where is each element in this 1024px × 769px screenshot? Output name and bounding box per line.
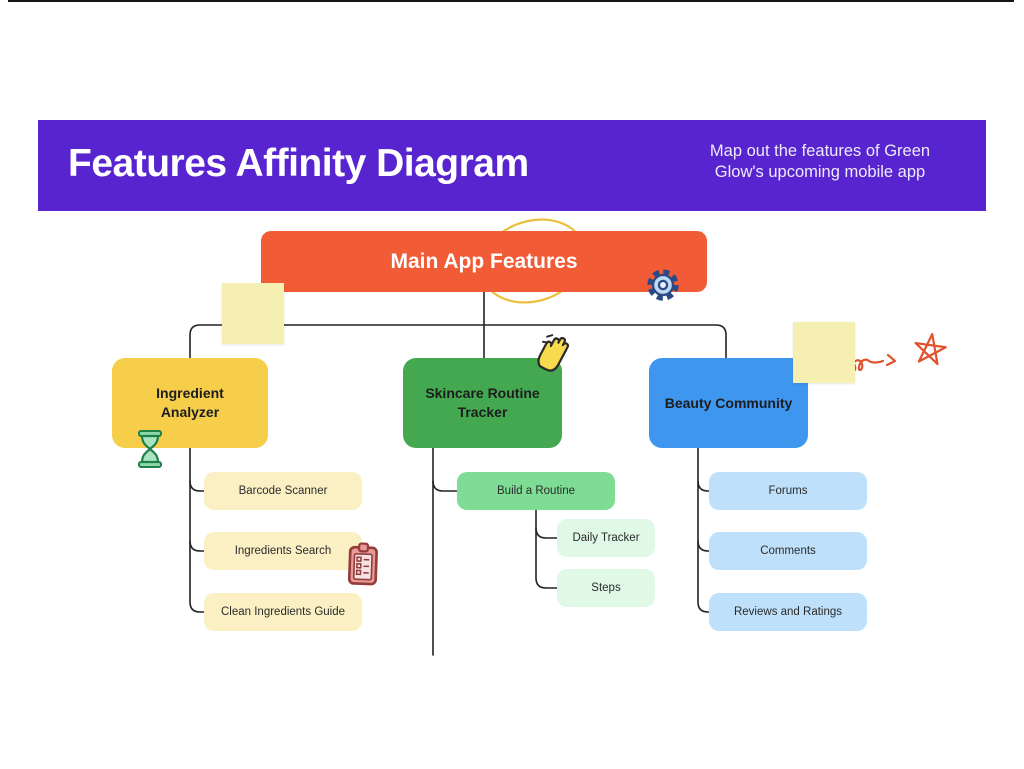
squiggle-arrowhead (885, 353, 897, 367)
node-forums-label: Forums (768, 485, 808, 497)
star-scribble (914, 333, 947, 366)
sticky-note-right[interactable] (793, 322, 855, 383)
node-comments[interactable]: Comments (709, 532, 867, 570)
connector-left-elbow1 (189, 480, 205, 492)
connector-build-trunk (535, 509, 558, 589)
connector-left-elbow2 (189, 540, 205, 552)
node-ingredient-analyzer-label: Ingredient Analyzer (156, 385, 224, 420)
node-steps-label: Steps (591, 582, 621, 594)
node-ingredient-analyzer[interactable]: Ingredient Analyzer (112, 358, 268, 448)
node-daily-tracker-label: Daily Tracker (572, 532, 640, 544)
node-steps[interactable]: Steps (557, 569, 655, 607)
node-beauty-community-label: Beauty Community (664, 394, 793, 411)
waving-hand-icon (527, 326, 589, 388)
hourglass-icon (133, 429, 167, 469)
node-reviews-and-ratings[interactable]: Reviews and Ratings (709, 593, 867, 631)
node-build-a-routine[interactable]: Build a Routine (457, 472, 615, 510)
top-border (8, 0, 1014, 2)
connector-right-elbow1 (697, 480, 710, 492)
node-main-app-features[interactable]: Main App Features (261, 231, 707, 292)
connector-build-elbow1 (535, 527, 558, 539)
node-reviews-and-ratings-label: Reviews and Ratings (733, 606, 843, 618)
node-daily-tracker[interactable]: Daily Tracker (557, 519, 655, 557)
node-main-app-features-label: Main App Features (390, 249, 578, 273)
connector-mid-elbow1 (432, 480, 458, 492)
clipboard-icon (345, 541, 381, 586)
node-clean-ingredients-guide[interactable]: Clean Ingredients Guide (204, 593, 362, 631)
node-barcode-scanner[interactable]: Barcode Scanner (204, 472, 362, 510)
node-comments-label: Comments (760, 545, 816, 557)
node-beauty-community[interactable]: Beauty Community (649, 358, 808, 448)
connector-left-trunk (189, 447, 205, 613)
page-title: Features Affinity Diagram (68, 141, 529, 185)
node-ingredients-search-label: Ingredients Search (234, 545, 332, 557)
gear-icon (644, 266, 682, 304)
connector-right-trunk (697, 447, 710, 613)
node-ingredients-search[interactable]: Ingredients Search (204, 532, 362, 570)
connector-right-elbow2 (697, 540, 710, 552)
node-clean-ingredients-guide-label: Clean Ingredients Guide (220, 606, 346, 618)
page-subtitle: Map out the features of Green Glow's upc… (709, 142, 931, 181)
header-banner: Features Affinity Diagram Map out the fe… (38, 120, 986, 211)
node-skincare-routine-tracker[interactable]: Skincare Routine Tracker (403, 358, 562, 448)
node-barcode-scanner-label: Barcode Scanner (238, 485, 328, 497)
sticky-note-left[interactable] (222, 283, 284, 344)
node-skincare-routine-tracker-label: Skincare Routine Tracker (425, 385, 540, 420)
node-forums[interactable]: Forums (709, 472, 867, 510)
node-build-a-routine-label: Build a Routine (497, 485, 575, 497)
